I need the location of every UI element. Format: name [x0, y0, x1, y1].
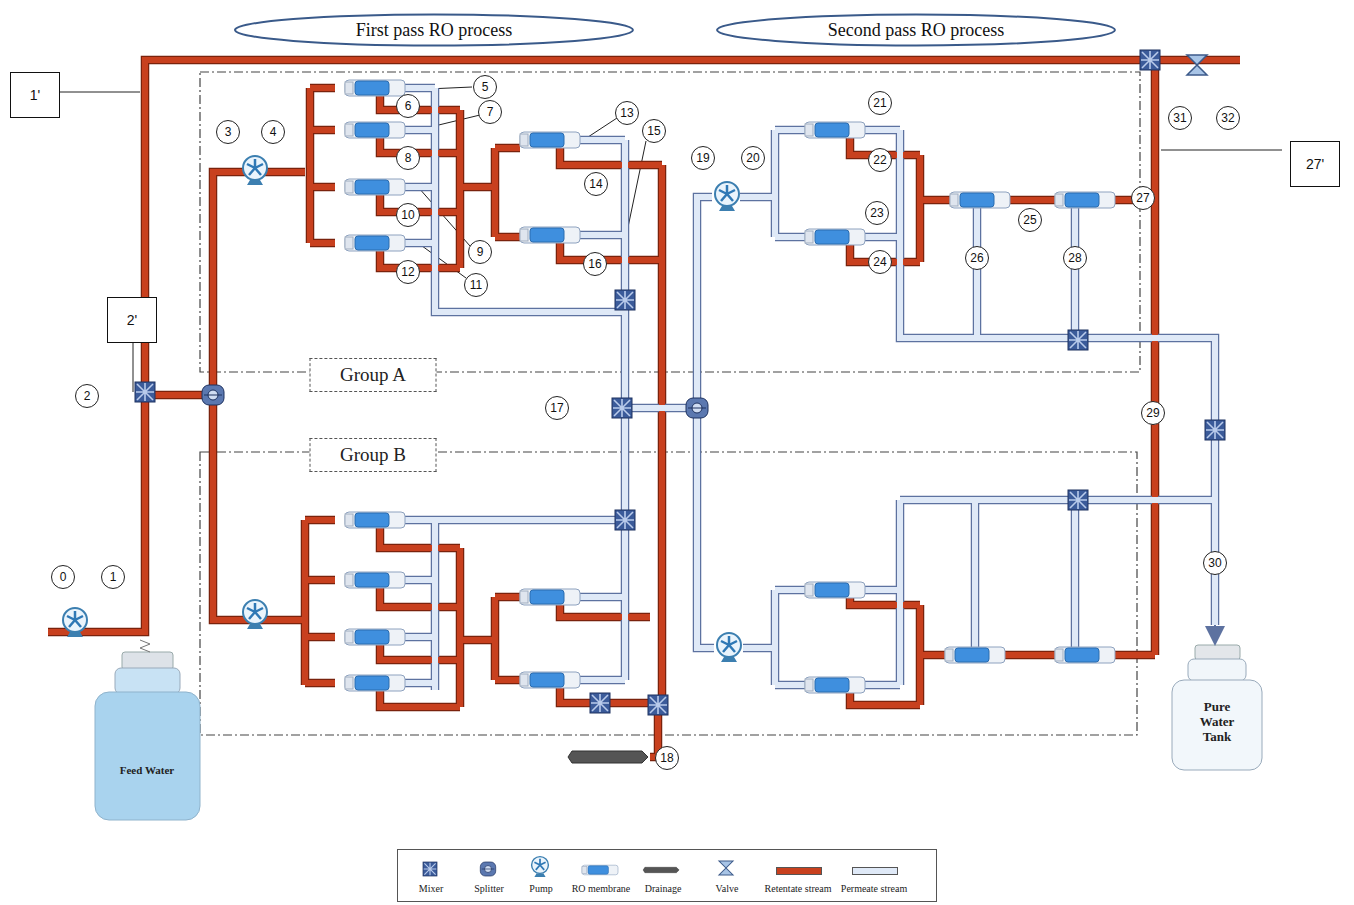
legend-text: Retentate stream [765, 883, 832, 894]
callout-number: 7 [478, 100, 502, 124]
group-label-box: Group B [310, 438, 437, 472]
callout-number: 3 [216, 120, 240, 144]
node-text: 1' [30, 87, 40, 103]
legend-icons [423, 857, 733, 877]
process-ellipse: First pass RO process [233, 13, 635, 48]
node-text: 2' [127, 312, 137, 328]
legend-text: RO membrane [572, 883, 631, 894]
callout-number: 23 [865, 201, 889, 225]
pure-tank [1172, 645, 1262, 770]
callout-number: 31 [1168, 106, 1192, 130]
callout-number: 29 [1141, 401, 1165, 425]
legend-swatch [852, 867, 898, 875]
callout-number: 32 [1216, 106, 1240, 130]
callout-number: 10 [396, 203, 420, 227]
legend-text: Splitter [474, 883, 503, 894]
node-text: Feed Water [116, 764, 178, 777]
legend-swatch [776, 867, 822, 875]
callout-number: 6 [396, 94, 420, 118]
node-text: Pure Water Tank [1186, 700, 1248, 745]
callout-number: 27 [1131, 186, 1155, 210]
callout-number: 9 [468, 240, 492, 264]
callout-number: 14 [584, 172, 608, 196]
callout-number: 30 [1203, 551, 1227, 575]
legend-text: Permeate stream [841, 883, 907, 894]
callout-number: 0 [51, 565, 75, 589]
group-label-box: Group A [310, 358, 437, 392]
node-text: Group B [331, 444, 416, 466]
callout-number: 8 [396, 146, 420, 170]
callout-number: 12 [396, 260, 420, 284]
callout-number: 2 [75, 384, 99, 408]
legend-text: Valve [716, 883, 739, 894]
legend-text: Mixer [419, 883, 443, 894]
callout-number: 24 [868, 250, 892, 274]
callout-number: 15 [642, 119, 666, 143]
stream-label-box: 1' [10, 72, 60, 118]
callout-number: 19 [691, 146, 715, 170]
callout-number: 26 [965, 246, 989, 270]
callout-number: 11 [464, 273, 488, 297]
callout-number: 1 [101, 565, 125, 589]
tank-label: Pure Water Tank [1186, 700, 1248, 745]
callout-number: 5 [473, 75, 497, 99]
callout-number: 20 [741, 146, 765, 170]
process-ellipse: Second pass RO process [715, 13, 1117, 48]
node-text: First pass RO process [356, 20, 513, 41]
tank-label: Feed Water [116, 764, 178, 777]
callout-number: 21 [868, 91, 892, 115]
node-text: Group A [331, 364, 416, 386]
callout-number: 18 [655, 746, 679, 770]
callout-number: 16 [583, 252, 607, 276]
callout-number: 25 [1018, 208, 1042, 232]
callout-number: 17 [545, 396, 569, 420]
legend-box: Mixer Splitter Pump RO membrane Drainage Valv… [397, 849, 937, 902]
callout-number: 22 [868, 148, 892, 172]
callout-number: 13 [615, 101, 639, 125]
node-text: Second pass RO process [828, 20, 1004, 41]
legend-text: Drainage [645, 883, 682, 894]
callout-number: 4 [261, 120, 285, 144]
node-text: 27' [1306, 156, 1324, 172]
stream-label-box: 2' [107, 297, 157, 343]
feed-tank [95, 640, 200, 820]
callout-number: 28 [1063, 246, 1087, 270]
legend-text: Pump [529, 883, 552, 894]
stream-label-box: 27' [1290, 141, 1340, 187]
